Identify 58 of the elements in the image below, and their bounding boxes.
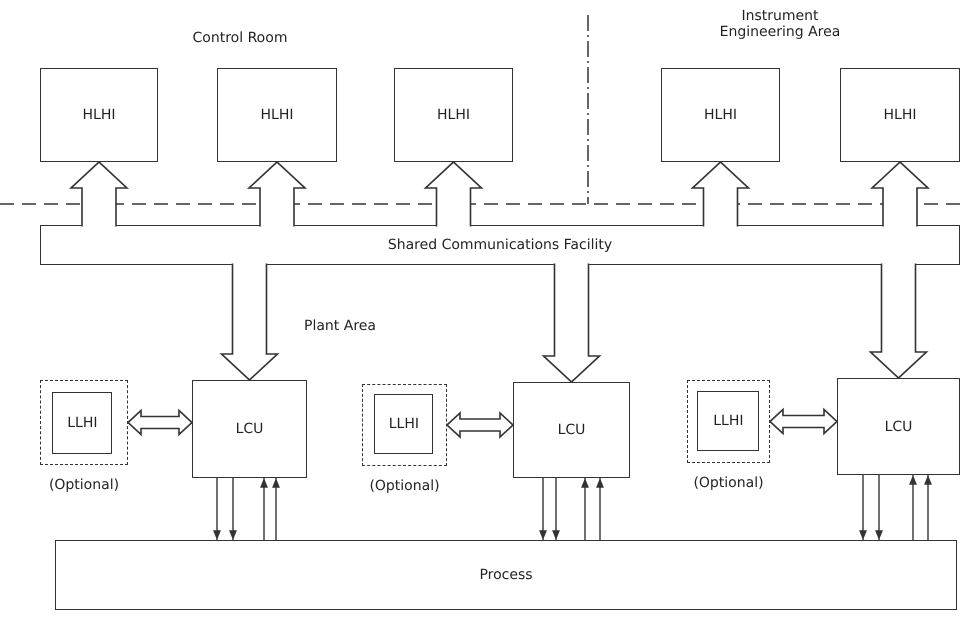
signal-arrow bbox=[229, 478, 237, 540]
area-label: Control Room bbox=[192, 30, 288, 46]
signal-arrow bbox=[260, 478, 268, 540]
local-interface-box bbox=[697, 391, 760, 452]
node-label: Process bbox=[479, 567, 533, 583]
node-label: HLHI bbox=[82, 107, 116, 123]
node-label: HLHI bbox=[704, 107, 737, 123]
signal-arrow bbox=[875, 475, 883, 540]
signal-arrow bbox=[859, 475, 867, 540]
wide-arrow bbox=[219, 262, 280, 382]
optional-unit-frame bbox=[687, 380, 770, 463]
node-label: LCU bbox=[236, 421, 264, 437]
unit-box bbox=[192, 380, 307, 478]
node-label: LCU bbox=[884, 418, 912, 434]
unit-box bbox=[40, 68, 158, 162]
optional-unit-frame bbox=[362, 384, 447, 466]
unit-box bbox=[837, 378, 960, 475]
wide-arrow bbox=[868, 262, 929, 380]
node-label: HLHI bbox=[437, 107, 470, 123]
node-label: HLHI bbox=[884, 107, 916, 123]
wide-arrow bbox=[423, 160, 484, 228]
node-label: LLHI bbox=[67, 415, 98, 432]
signal-arrow bbox=[552, 478, 560, 540]
signal-arrow bbox=[596, 478, 604, 540]
node-label: HLHI bbox=[260, 107, 294, 123]
unit-box bbox=[394, 68, 513, 162]
signal-arrow bbox=[272, 478, 280, 540]
unit-box bbox=[661, 68, 780, 162]
wide-arrow bbox=[541, 262, 602, 384]
unit-box bbox=[840, 68, 960, 162]
node-label: LLHI bbox=[713, 413, 744, 430]
unit-box bbox=[217, 68, 337, 162]
area-label: Plant Area bbox=[303, 318, 377, 334]
communications-bus bbox=[40, 225, 960, 265]
node-note: (Optional) bbox=[368, 478, 441, 494]
unit-box bbox=[513, 382, 630, 478]
signal-arrow bbox=[581, 478, 589, 540]
wide-arrow bbox=[68, 160, 130, 228]
local-interface-box bbox=[374, 394, 434, 454]
double-arrow bbox=[126, 408, 194, 436]
node-note: (Optional) bbox=[692, 475, 765, 491]
local-interface-box bbox=[52, 392, 112, 454]
signal-arrow bbox=[909, 475, 917, 540]
node-label: LCU bbox=[558, 422, 586, 438]
optional-unit-frame bbox=[40, 380, 128, 465]
process-box bbox=[55, 540, 957, 610]
wide-arrow bbox=[246, 160, 308, 228]
node-label: LLHI bbox=[388, 416, 420, 432]
signal-arrow bbox=[539, 478, 547, 540]
node-note: (Optional) bbox=[48, 477, 120, 493]
double-arrow bbox=[446, 411, 514, 439]
double-arrow bbox=[768, 408, 838, 436]
bus-label: Shared Communications Facility bbox=[388, 237, 612, 253]
area-label: Instrument Engineering Area bbox=[718, 8, 842, 40]
wide-arrow bbox=[870, 160, 930, 228]
signal-arrow bbox=[924, 475, 932, 540]
wide-arrow bbox=[690, 160, 751, 228]
signal-arrow bbox=[213, 478, 221, 540]
